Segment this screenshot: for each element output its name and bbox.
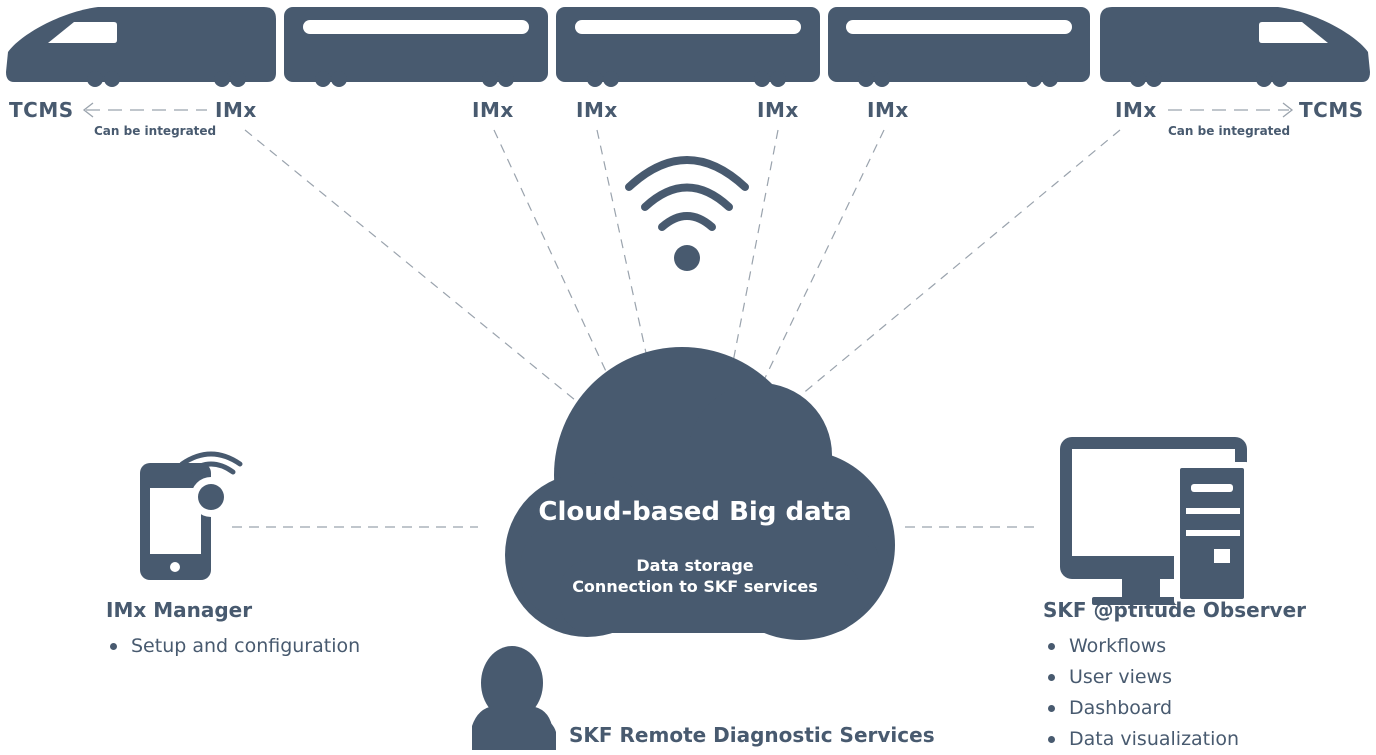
remote-services-title: SKF Remote Diagnostic Services xyxy=(569,723,935,747)
cloud-line-2: Connection to SKF services xyxy=(572,577,818,596)
train-car-2 xyxy=(556,7,820,87)
person-icon xyxy=(472,646,556,750)
imx-manager-title: IMx Manager xyxy=(106,598,253,622)
locomotive-right xyxy=(1100,7,1370,87)
tcms-label-left: TCMS xyxy=(9,98,74,122)
observer-list: Workflows User views Dashboard Data visu… xyxy=(1046,631,1239,755)
train xyxy=(6,7,1370,87)
imx-cloud-links xyxy=(244,129,1121,401)
train-car-1 xyxy=(284,7,548,87)
tcms-label-right: TCMS xyxy=(1299,98,1364,122)
list-item: Workflows xyxy=(1046,631,1239,662)
list-item: User views xyxy=(1046,662,1239,693)
imx-label-4: IMx xyxy=(757,98,799,122)
cloud-line-1: Data storage xyxy=(636,556,754,575)
train-car-3 xyxy=(828,7,1090,87)
list-item: Dashboard xyxy=(1046,693,1239,724)
integration-note-left: Can be integrated xyxy=(94,124,217,138)
integration-note-right: Can be integrated xyxy=(1168,124,1291,138)
imx-manager-list: Setup and configuration xyxy=(108,631,360,662)
wifi-icon xyxy=(625,156,749,271)
list-item: Setup and configuration xyxy=(108,631,360,662)
imx-label-6: IMx xyxy=(1115,98,1157,122)
imx-label-5: IMx xyxy=(867,98,909,122)
cloud-title: Cloud-based Big data xyxy=(538,497,852,527)
locomotive-left xyxy=(6,7,276,87)
imx-label-2: IMx xyxy=(472,98,514,122)
smartphone-icon xyxy=(140,451,243,580)
desktop-computer-icon xyxy=(1060,437,1250,605)
tcms-arrow-left xyxy=(82,102,207,118)
observer-title: SKF @ptitude Observer xyxy=(1043,598,1307,622)
imx-label-3: IMx xyxy=(576,98,618,122)
list-item: Data visualization xyxy=(1046,724,1239,755)
imx-label-1: IMx xyxy=(215,98,257,122)
cloud-shape xyxy=(505,347,895,640)
tcms-arrow-right xyxy=(1168,102,1294,118)
